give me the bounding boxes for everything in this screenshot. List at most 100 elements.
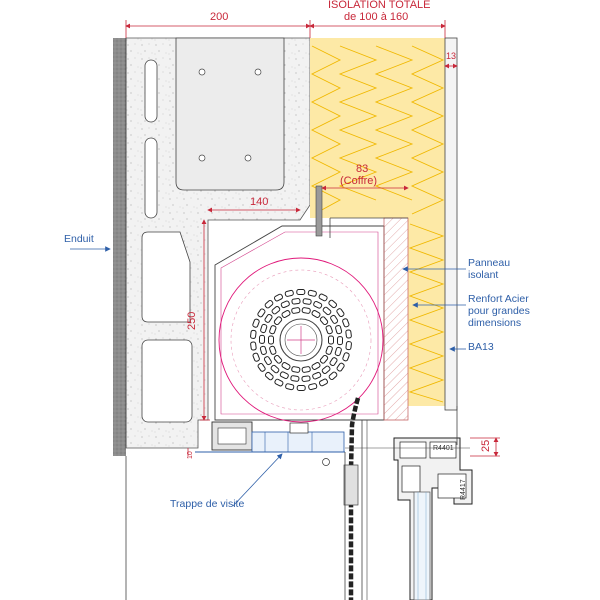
glazing: [413, 491, 431, 600]
dim-83: 83: [356, 163, 369, 175]
shutter-slat: [250, 341, 257, 351]
shutter-slat: [264, 299, 274, 309]
shutter-curtain: [348, 397, 361, 600]
shutter-slat: [252, 352, 260, 362]
shutter-slat: [290, 375, 300, 382]
roller-dashed-circle: [230, 269, 372, 411]
shutter-slat: [296, 384, 306, 392]
shutter-slat: [307, 289, 317, 297]
shutter-slat: [296, 288, 306, 296]
insulation-panel: [408, 218, 445, 406]
label-enduit: Enduit: [64, 233, 94, 245]
shutter-slat: [312, 371, 322, 380]
shutter-slat: [319, 354, 329, 364]
rolled-slats: [250, 288, 352, 392]
shutter-slat: [313, 300, 323, 309]
shutter-slat: [291, 366, 301, 373]
shutter-slat: [264, 371, 274, 381]
shutter-slat: [325, 325, 333, 335]
label-renfort-line2: pour grandes: [468, 305, 530, 317]
shutter-slat: [329, 357, 338, 367]
label-r4401: R4401: [433, 445, 454, 452]
enduit-layer: [113, 38, 126, 456]
shutter-slat: [328, 371, 338, 381]
dim-200: 200: [210, 11, 229, 23]
label-r4417: R4417: [460, 479, 467, 500]
label-renfort-line1: Renfort Acier: [468, 293, 529, 305]
shutter-slat: [318, 293, 328, 302]
slot-hole: [144, 137, 158, 219]
label-panneau-line2: isolant: [468, 269, 499, 281]
shutter-slat: [252, 318, 260, 328]
ba13-board: [444, 37, 458, 411]
shutter-slat: [291, 307, 301, 314]
panneau-isolant: [383, 217, 409, 421]
cavity-block: [141, 231, 191, 323]
shutter-slat: [311, 362, 321, 370]
shutter-slat: [311, 310, 321, 318]
shutter-slat: [268, 335, 274, 345]
dim-isolation-title: ISOLATION TOTALE: [328, 0, 431, 11]
dim-10: 10: [187, 451, 194, 459]
shutter-slat: [264, 313, 273, 323]
shutter-slat: [302, 298, 312, 305]
shutter-slat: [285, 383, 295, 391]
dim-25: 25: [480, 439, 492, 452]
shutter-slat: [257, 362, 266, 372]
dim-140: 140: [250, 196, 269, 208]
shutter-slat: [250, 329, 257, 339]
shutter-slat: [257, 308, 266, 318]
window-frame-profile: [393, 437, 473, 600]
annotation-leaders: [70, 246, 466, 507]
shutter-slat: [291, 298, 301, 305]
shutter-slat: [273, 293, 284, 302]
shutter-slat: [258, 334, 266, 344]
dim-isolation-range: de 100 à 160: [344, 11, 409, 23]
shutter-slat: [322, 306, 332, 316]
cavity-block: [141, 339, 193, 423]
label-panneau-line1: Panneau: [468, 257, 511, 269]
shutter-slat: [273, 354, 283, 364]
dim-coffre: (Coffre): [340, 175, 378, 187]
hollow-block: [175, 37, 285, 191]
label-trappe: Trappe de visite: [170, 498, 245, 510]
shutter-slat: [308, 383, 318, 391]
coffre-inner: [220, 231, 379, 415]
label-ba13: BA13: [468, 341, 494, 353]
shutter-slat: [281, 362, 291, 370]
roller-outer-circle: [218, 257, 384, 423]
shutter-slat: [301, 307, 311, 314]
shutter-slat: [269, 345, 277, 355]
shutter-slat: [279, 371, 289, 380]
shutter-slat: [270, 364, 280, 374]
shutter-slat: [269, 325, 277, 335]
slot-hole: [144, 59, 158, 123]
shutter-slat: [321, 365, 331, 374]
shutter-slat: [336, 308, 345, 318]
shutter-slat: [301, 375, 311, 382]
shutter-slat: [345, 329, 352, 339]
shutter-slat: [280, 300, 290, 309]
shutter-slat: [319, 316, 329, 326]
shutter-slat: [328, 335, 334, 345]
shutter-slat: [260, 323, 268, 334]
shutter-slat: [284, 289, 294, 297]
shutter-slat: [328, 299, 338, 309]
label-renfort-line3: dimensions: [468, 317, 522, 329]
shutter-slat: [301, 366, 311, 373]
insulation-waves: [310, 45, 445, 403]
shutter-slat: [342, 318, 350, 328]
dim-250: 250: [186, 311, 198, 330]
shutter-slat: [336, 362, 345, 372]
trappe-panel: [251, 431, 345, 453]
shutter-slat: [334, 346, 342, 357]
shutter-slat: [273, 316, 283, 326]
shutter-slat: [342, 352, 350, 362]
dim-13: 13: [446, 51, 457, 61]
shutter-slat: [263, 356, 272, 366]
dimension-lines: [125, 20, 500, 457]
shutter-slat: [318, 378, 329, 387]
shutter-slat: [330, 314, 339, 324]
renfort-acier: [315, 185, 323, 237]
